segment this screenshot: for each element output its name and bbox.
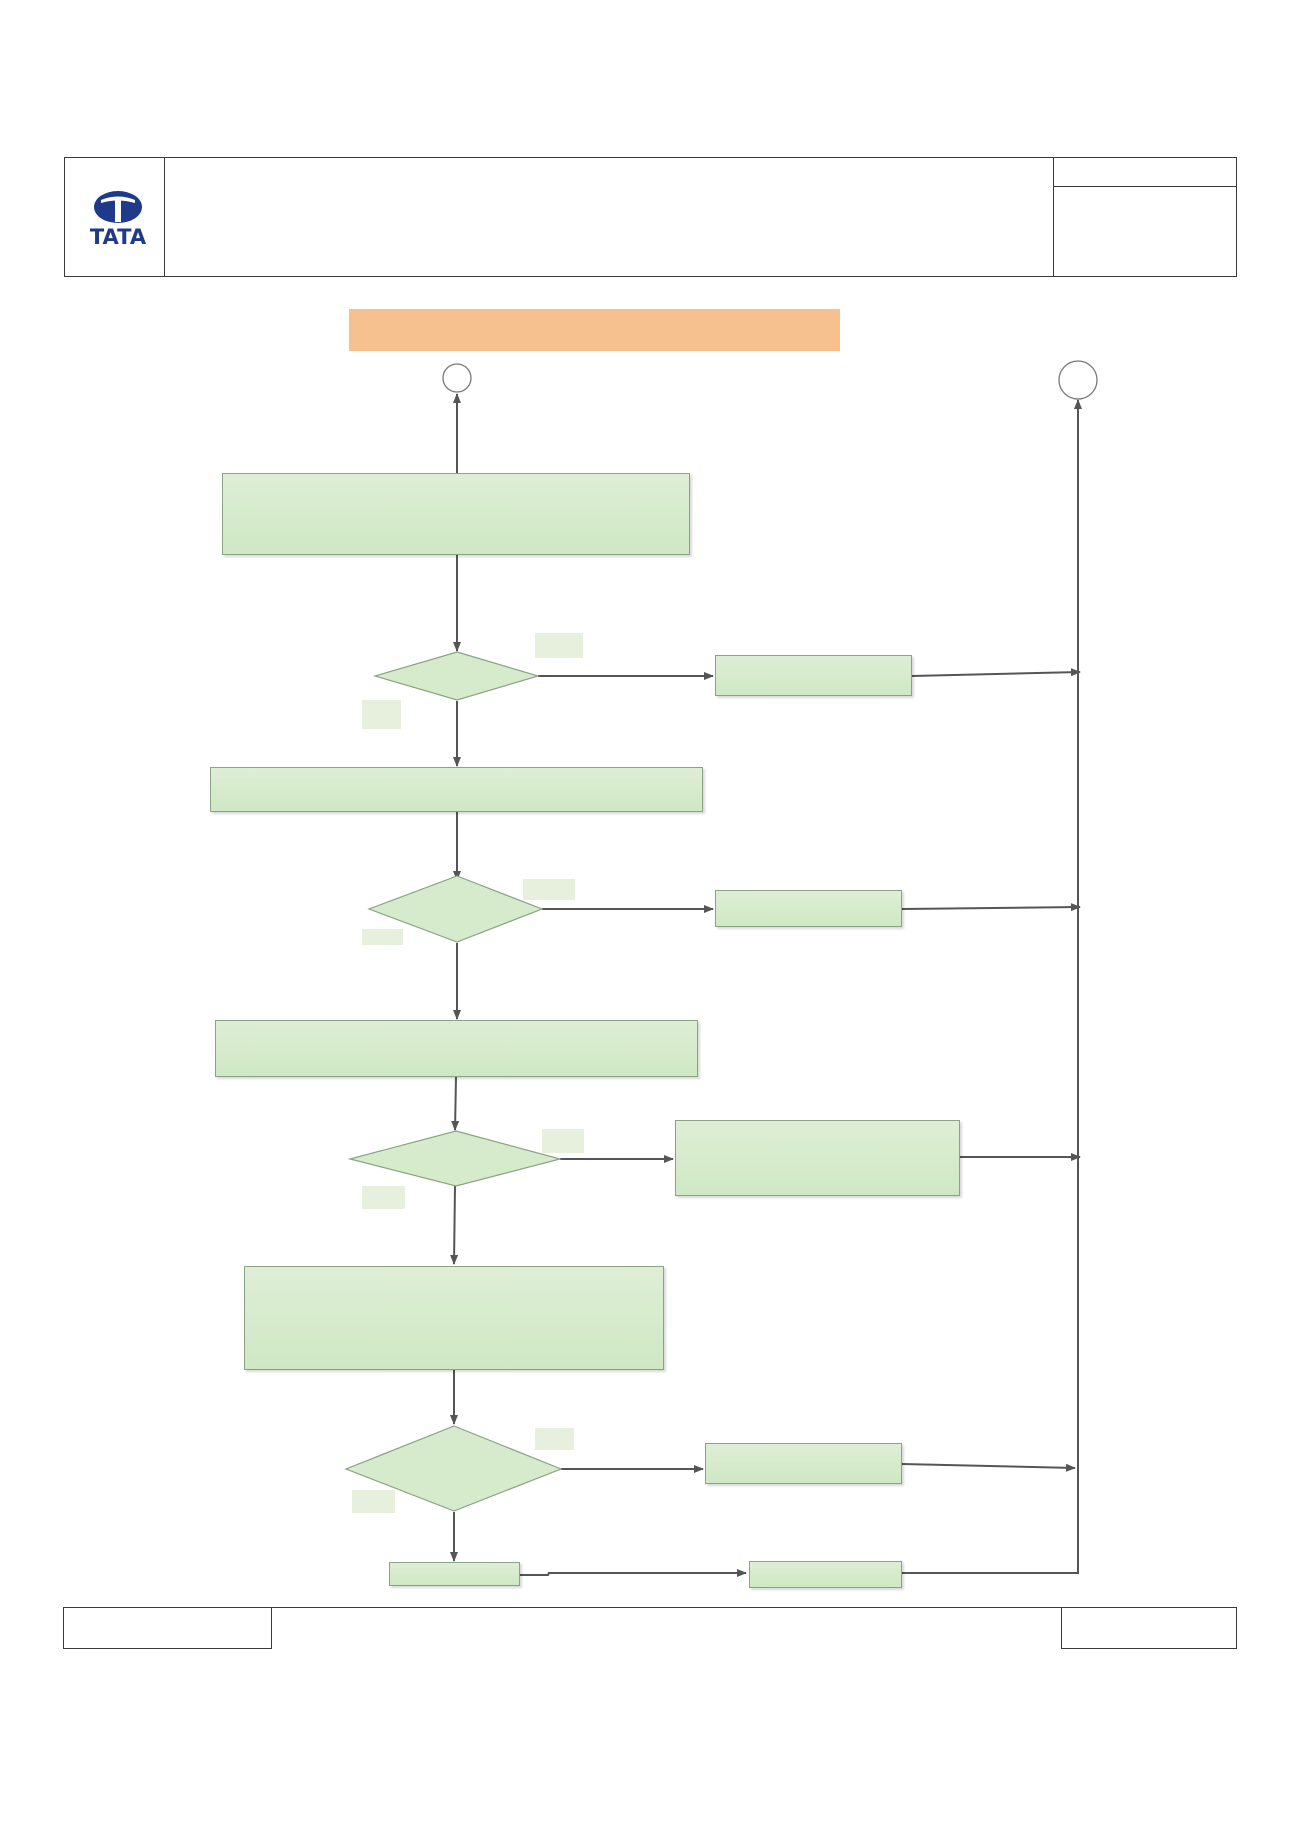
footer-left-cell	[63, 1607, 272, 1649]
decision-2	[367, 875, 544, 943]
decision-3	[347, 1130, 563, 1187]
yes-label-1	[535, 633, 583, 658]
tata-logo: TATA	[90, 191, 147, 249]
side-step-2	[715, 890, 902, 927]
decision-4	[344, 1425, 563, 1512]
svg-text:TATA: TATA	[90, 225, 147, 249]
footer-right-cell	[1061, 1607, 1237, 1649]
side-step-4	[705, 1443, 902, 1484]
side-step-5	[749, 1561, 902, 1588]
process-step-3	[215, 1020, 698, 1077]
yes-label-3	[542, 1129, 584, 1153]
side-step-1	[715, 655, 912, 696]
header-logo-cell: TATA	[64, 157, 165, 277]
yes-label-2	[523, 879, 575, 900]
process-step-1	[222, 473, 690, 555]
flow-banner	[349, 309, 840, 351]
process-step-5	[389, 1562, 520, 1586]
process-step-2	[210, 767, 703, 812]
header-rev-cell	[1053, 186, 1237, 277]
decision-1	[372, 651, 541, 701]
end-connector	[1058, 360, 1098, 400]
footer-center-rule	[271, 1607, 1062, 1608]
side-step-3	[675, 1120, 960, 1196]
no-label-3	[362, 1186, 405, 1209]
start-connector	[442, 363, 472, 393]
header-doc-no-cell	[1053, 157, 1237, 187]
no-label-4	[352, 1490, 395, 1513]
no-label-2	[362, 929, 403, 945]
process-step-4	[244, 1266, 664, 1370]
yes-label-4	[535, 1428, 574, 1450]
header-title-cell	[164, 157, 1054, 277]
no-label-1	[362, 700, 401, 729]
